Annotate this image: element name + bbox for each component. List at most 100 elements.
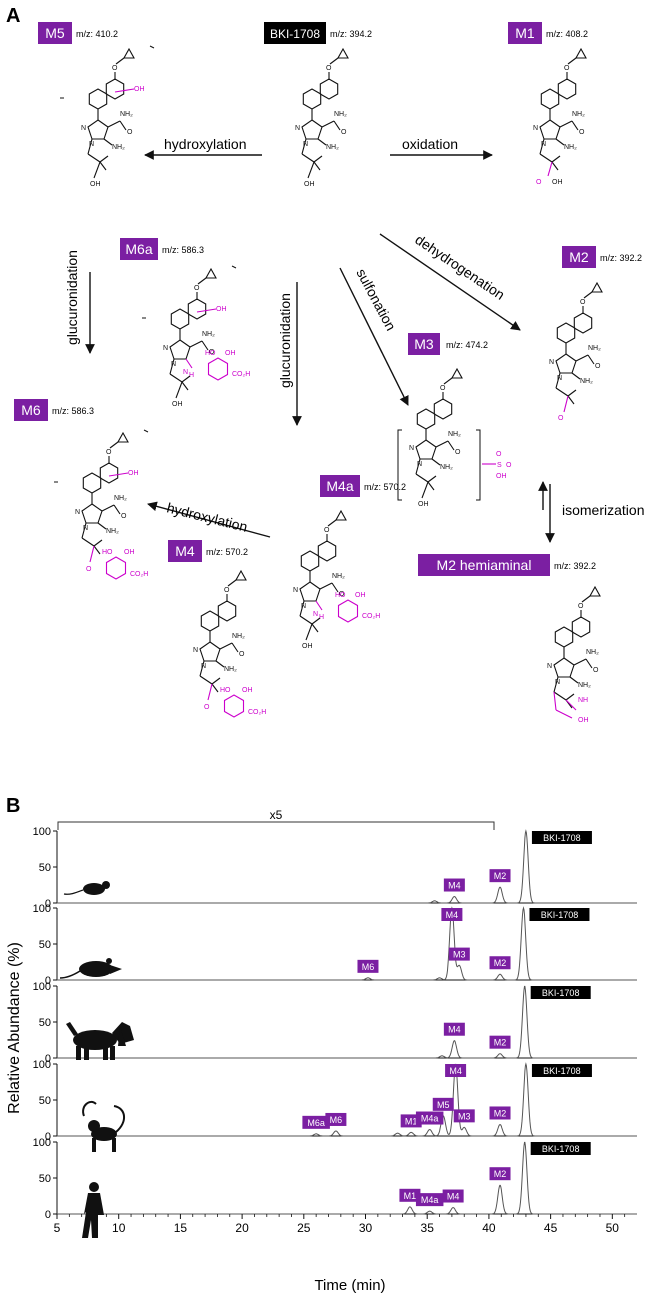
atom-label: HO: [220, 687, 231, 694]
compound-name: M4: [175, 543, 195, 559]
atom-label: HO: [335, 592, 346, 599]
compound-name: M6a: [125, 241, 152, 257]
atom-label: CO₂H: [362, 613, 380, 620]
peak-label-text: M4: [447, 1192, 460, 1202]
atom-label: O: [578, 603, 584, 610]
x-tick-label: 30: [359, 1221, 373, 1235]
peak-label-text: M5: [437, 1100, 450, 1110]
y-axis-label: Relative Abundance (%): [6, 942, 23, 1114]
label-m5: M5 m/z: 410.2: [38, 22, 118, 44]
atom-label: N: [549, 359, 554, 366]
atom-label: O: [440, 385, 446, 392]
atom-label: N: [533, 125, 538, 132]
compound-name: M6: [21, 402, 41, 418]
atom-label: CO₂H: [232, 371, 250, 378]
atom-label: NH₂: [232, 633, 245, 640]
compound-mz: m/z: 570.2: [206, 547, 248, 557]
atom-label: O: [204, 704, 210, 711]
peak-label-text: M1: [404, 1191, 417, 1201]
atom-label: N: [89, 141, 94, 148]
reaction-glucuronidation-1: glucuronidation: [64, 250, 80, 345]
atom-label: NH₂: [586, 649, 599, 656]
atom-label: O: [209, 349, 215, 356]
arrow-dehydrogenation: [379, 233, 521, 331]
atom-label: N: [183, 369, 188, 376]
atom-label: O: [496, 451, 502, 458]
peak-label-text: BKI-1708: [541, 910, 579, 920]
atom-label: NH₂: [564, 144, 577, 151]
y-tick-label: 100: [33, 826, 51, 838]
reaction-hydroxylation-2: hydroxylation: [165, 499, 249, 534]
reaction-sulfonation: sulfonation: [353, 266, 399, 333]
atom-label: O: [506, 462, 512, 469]
atom-label: H: [189, 372, 194, 379]
x5-label: x5: [270, 808, 283, 822]
panel-a-letter: A: [6, 5, 20, 27]
compound-name: M5: [45, 25, 65, 41]
atom-label: O: [324, 527, 330, 534]
x-tick-label: 10: [112, 1221, 126, 1235]
peak-label: BKI-1708: [531, 1064, 592, 1077]
atom-label: NH₂: [326, 144, 339, 151]
atom-label: N: [547, 663, 552, 670]
peak-label: BKI-1708: [530, 1142, 591, 1155]
y-tick-label: 50: [39, 862, 51, 874]
atom-label: OH: [578, 717, 589, 724]
compound-mz: m/z: 408.2: [546, 29, 588, 39]
peak-label-text: M2: [494, 871, 507, 881]
y-tick-label: 50: [39, 1017, 51, 1029]
atom-label: O: [121, 513, 127, 520]
y-tick-label: 100: [33, 981, 51, 993]
x-tick-label: 25: [297, 1221, 311, 1235]
atom-label: O: [564, 65, 570, 72]
atom-label: OH: [134, 86, 145, 93]
x-tick-label: 40: [482, 1221, 496, 1235]
y-tick-label: 50: [39, 1095, 51, 1107]
peak-label-text: M4a: [421, 1195, 439, 1205]
peak-label: M6: [357, 959, 379, 973]
atom-label: N: [293, 587, 298, 594]
atom-label: CO₂H: [248, 709, 266, 716]
trace-line: [57, 1141, 637, 1215]
y-tick-label: 50: [39, 939, 51, 951]
atom-label: NH₂: [572, 111, 585, 118]
peak-label-text: M6a: [307, 1118, 325, 1128]
atom-label: N: [193, 647, 198, 654]
atom-label: OH: [355, 592, 366, 599]
peak-label-text: M6: [362, 962, 375, 972]
atom-label: NH₂: [588, 345, 601, 352]
compound-mz: m/z: 394.2: [330, 29, 372, 39]
peak-label: M5: [432, 1097, 454, 1111]
peak-label-text: BKI-1708: [543, 833, 581, 843]
label-m6a: M6a m/z: 586.3: [120, 238, 204, 260]
atom-label: NH₂: [580, 378, 593, 385]
peak-label-text: BKI-1708: [543, 1066, 581, 1076]
atom-label: NH₂: [334, 111, 347, 118]
atom-label: OH: [216, 306, 227, 313]
peak-label-text: M2: [494, 1108, 507, 1118]
atom-label: N: [303, 141, 308, 148]
peak-label: M4: [443, 878, 465, 892]
y-tick-label: 0: [45, 1053, 51, 1065]
trace-line: [57, 985, 637, 1059]
atom-label: HO: [102, 549, 113, 556]
atom-label: N: [163, 345, 168, 352]
rat-icon: [59, 958, 122, 979]
atom-label: OH: [172, 401, 183, 408]
atom-label: OH: [128, 470, 139, 477]
atom-label: O: [127, 129, 133, 136]
reaction-arrows: [85, 150, 555, 543]
atom-label: O: [339, 591, 345, 598]
atom-label: O: [580, 299, 586, 306]
peak-label-text: BKI-1708: [542, 988, 580, 998]
arrow-sulfonation: [339, 267, 409, 406]
atom-label: CO₂H: [130, 571, 148, 578]
